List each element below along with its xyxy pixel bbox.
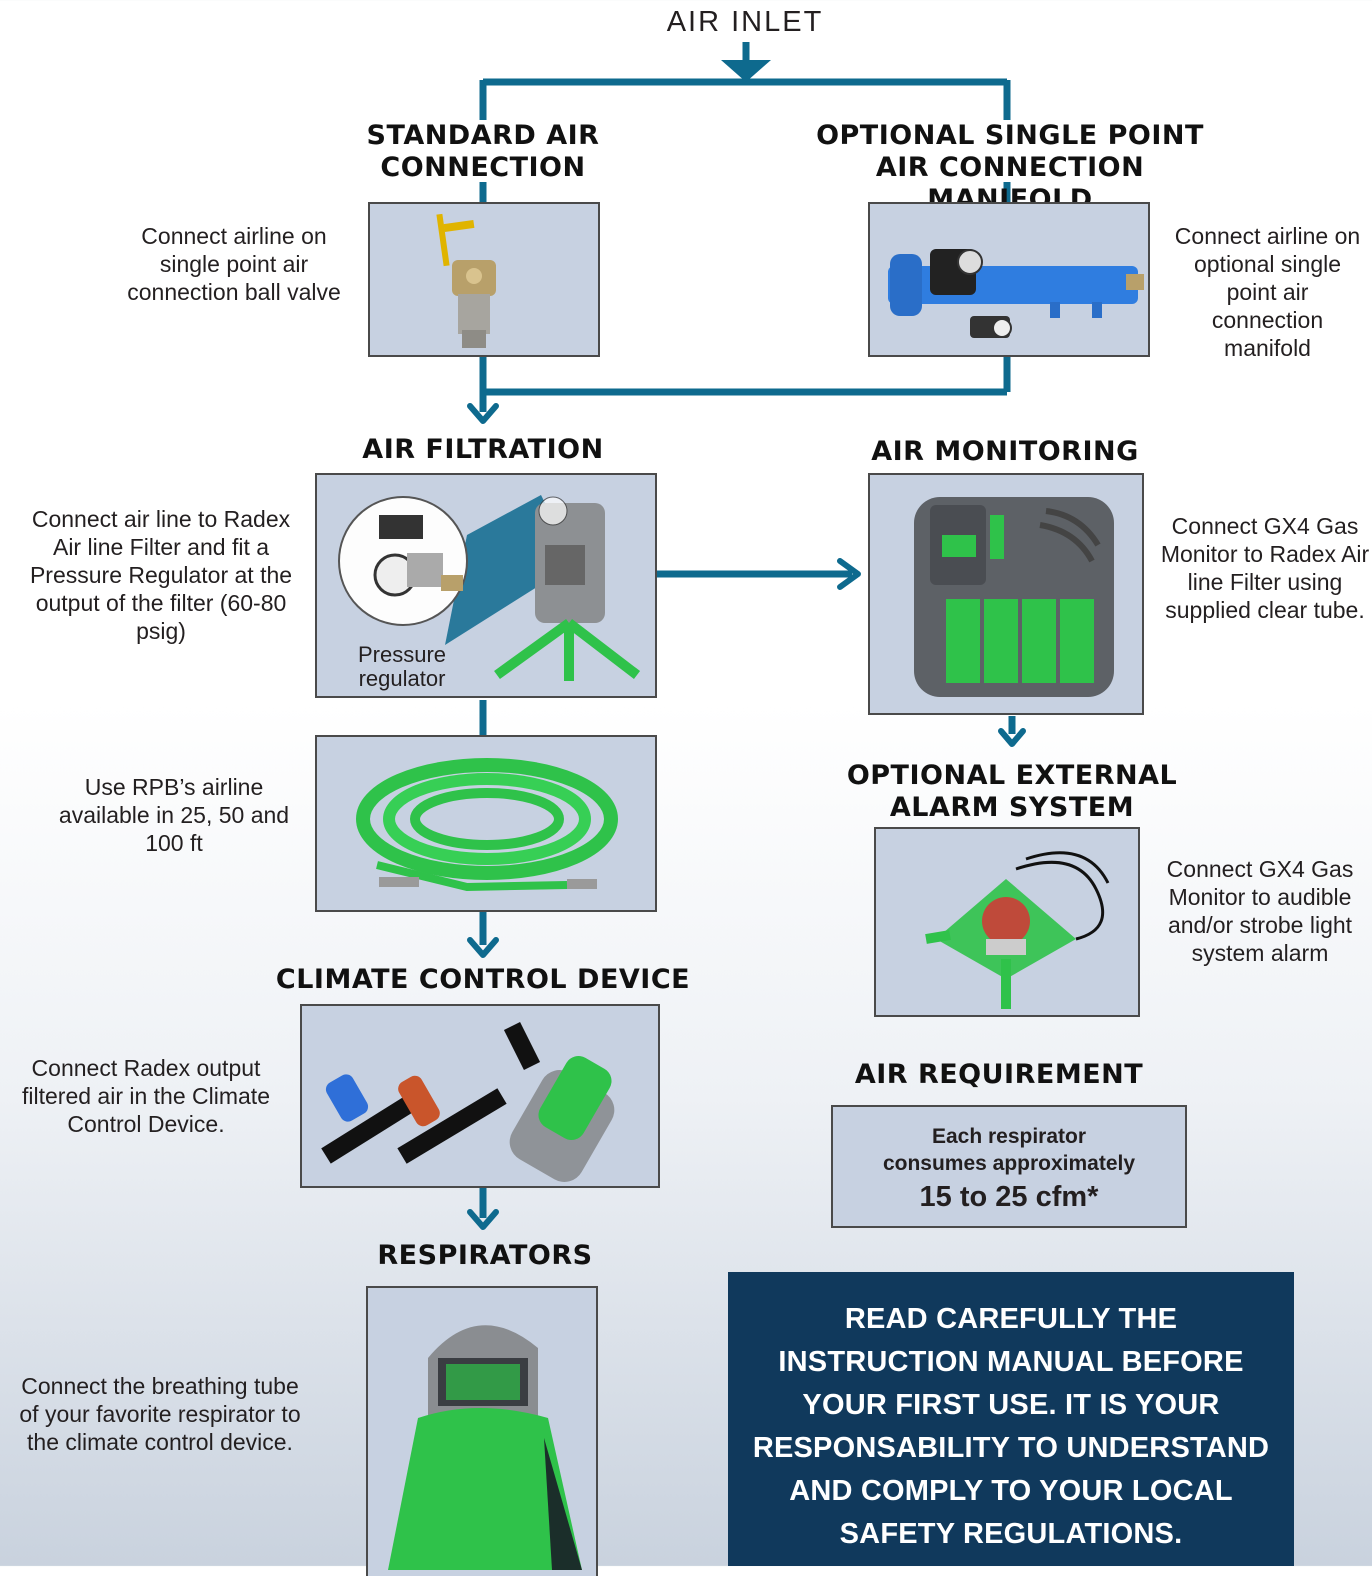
safety-notice-text: READ CAREFULLY THE INSTRUCTION MANUAL BE… [752, 1303, 1270, 1550]
air-filtration-title: AIR FILTRATION [362, 434, 604, 465]
climate-control-devices-image [321, 1021, 615, 1182]
airline-panel [315, 735, 657, 912]
external-alarm-desc: Connect GX4 Gas Monitor to audible and/o… [1166, 856, 1354, 966]
alarm-system-image [925, 851, 1110, 1009]
standard-connection-desc: Connect airline on single point air conn… [127, 223, 341, 305]
safety-notice: READ CAREFULLY THE INSTRUCTION MANUAL BE… [728, 1272, 1294, 1566]
air-requirement-line-2: consumes approximately [882, 1152, 1136, 1175]
inlet-arrow-head [721, 60, 771, 82]
air-inlet-label: AIR INLET [666, 6, 824, 38]
respirator-helmet-image [388, 1325, 582, 1570]
external-alarm-title: OPTIONAL EXTERNAL ALARM SYSTEM [846, 760, 1178, 823]
manifold-image [888, 249, 1144, 338]
air-filtration-panel: Pressure regulator [315, 473, 657, 698]
radex-filter-image [338, 495, 641, 681]
air-filtration-desc: Connect air line to Radex Air line Filte… [29, 506, 293, 644]
respirators-panel [366, 1286, 598, 1576]
airline-hose-image [356, 758, 618, 892]
climate-control-panel [300, 1004, 660, 1188]
respirators-desc: Connect the breathing tube of your favor… [19, 1373, 301, 1455]
air-monitoring-desc: Connect GX4 Gas Monitor to Radex Air lin… [1160, 513, 1370, 623]
climate-control-title: CLIMATE CONTROL DEVICE [275, 964, 691, 995]
air-requirement-value: 15 to 25 cfm* [919, 1181, 1099, 1213]
climate-control-desc: Connect Radex output filtered air in the… [22, 1055, 270, 1137]
airline-desc: Use RPB’s airline available in 25, 50 an… [58, 774, 290, 856]
air-monitoring-panel [868, 473, 1144, 715]
air-requirement-line-1: Each respirator [931, 1125, 1087, 1148]
manifold-desc: Connect airline on optional single point… [1174, 223, 1361, 361]
external-alarm-panel [874, 827, 1140, 1017]
gx4-gas-monitor-image [914, 497, 1114, 697]
manifold-panel [868, 202, 1150, 357]
air-requirement-box: Each respirator consumes approximately 1… [831, 1105, 1187, 1228]
pressure-regulator-label: Pressure regulator [357, 642, 447, 691]
air-requirement-title: AIR REQUIREMENT [854, 1059, 1144, 1090]
standard-connection-panel [368, 202, 600, 357]
ball-valve-image [436, 213, 496, 348]
standard-connection-title: STANDARD AIR CONNECTION [366, 120, 600, 183]
air-monitoring-title: AIR MONITORING [871, 436, 1139, 467]
respirators-title: RESPIRATORS [377, 1240, 593, 1271]
